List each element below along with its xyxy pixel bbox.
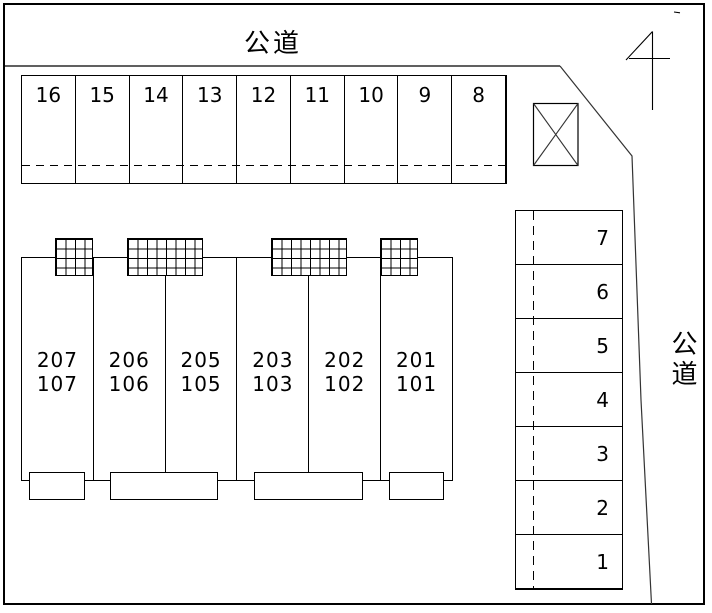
unit-number-upper: 207 — [36, 348, 78, 372]
unit-number-lower: 107 — [36, 372, 78, 396]
unit-number-lower: 101 — [395, 372, 438, 396]
building-unit: 202 102 — [309, 258, 382, 480]
unit-number-lower: 105 — [180, 372, 222, 396]
unit-number-upper: 201 — [395, 348, 438, 372]
property-boundary — [3, 3, 705, 605]
parking-space: 5 — [516, 319, 622, 373]
stair-hatch-icon — [380, 238, 418, 276]
parking-space: 1 — [516, 535, 622, 589]
building-unit: 205 105 — [166, 258, 238, 480]
parking-column-dashed-line — [533, 211, 534, 589]
building-unit: 201 101 — [381, 258, 452, 480]
building-outline: 207 107 206 106 205 105 203 103 202 — [21, 257, 453, 481]
parking-space: 7 — [516, 211, 622, 265]
parking-space: 15 — [76, 76, 130, 183]
entrance-porch — [389, 472, 444, 500]
parking-space: 12 — [237, 76, 291, 183]
unit-label: 206 106 — [94, 348, 165, 396]
unit-number-upper: 206 — [108, 348, 150, 372]
stair-hatch-icon — [127, 238, 203, 276]
parking-row: 16 15 14 13 12 11 10 9 8 — [21, 75, 507, 184]
parking-space: 9 — [398, 76, 453, 183]
parking-space: 6 — [516, 265, 622, 319]
parking-space: 2 — [516, 481, 622, 535]
parking-space: 8 — [452, 76, 507, 183]
parking-space: 11 — [291, 76, 345, 183]
unit-label: 203 103 — [237, 348, 308, 396]
parking-space: 10 — [345, 76, 399, 183]
stair-hatch-icon — [55, 238, 93, 276]
unit-number-upper: 203 — [252, 348, 294, 372]
unit-number-upper: 202 — [324, 348, 366, 372]
unit-number-lower: 103 — [252, 372, 294, 396]
entrance-porch — [110, 472, 218, 500]
stair-hatch-icon — [271, 238, 347, 276]
entrance-porch — [29, 472, 85, 500]
unit-number-lower: 106 — [108, 372, 150, 396]
parking-space: 13 — [183, 76, 238, 183]
parking-space: 3 — [516, 427, 622, 481]
road-label-top: 公道 — [244, 29, 303, 59]
building-unit: 206 106 — [94, 258, 166, 480]
unit-label: 202 102 — [309, 348, 380, 396]
parking-space: 4 — [516, 373, 622, 427]
entrance-porch — [254, 472, 363, 500]
unit-number-lower: 102 — [324, 372, 366, 396]
unit-label: 201 101 — [381, 348, 452, 396]
parking-column: 7 6 5 4 3 2 1 — [515, 210, 623, 590]
building-unit: 207 107 — [22, 258, 94, 480]
parking-space: 16 — [22, 76, 76, 183]
unit-number-upper: 205 — [180, 348, 222, 372]
building-unit: 203 103 — [237, 258, 310, 480]
parking-row-dashed-line — [22, 165, 506, 166]
unit-label: 207 107 — [22, 348, 93, 396]
parking-space: 14 — [130, 76, 184, 183]
road-label-right: 公道 — [667, 330, 697, 390]
unit-label: 205 105 — [166, 348, 237, 396]
